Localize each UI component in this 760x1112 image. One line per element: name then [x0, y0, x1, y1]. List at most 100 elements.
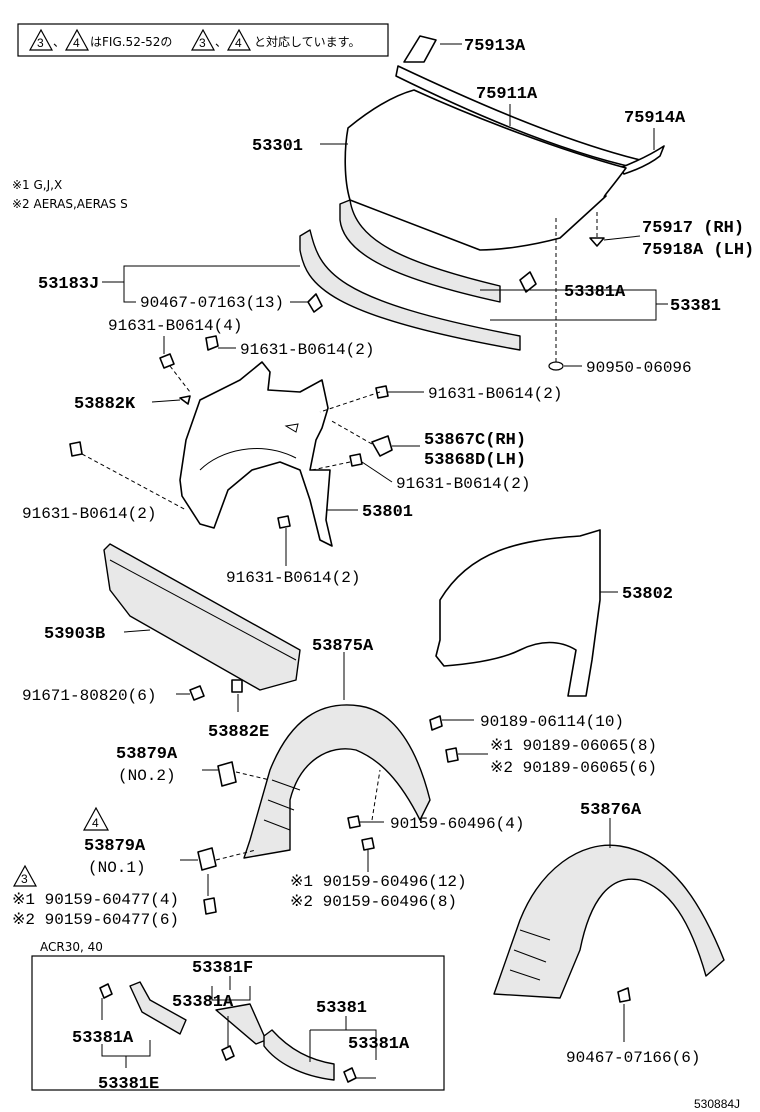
label-91631-2c: 91631-B0614(2): [396, 475, 530, 493]
label-91631-4: 91631-B0614(4): [108, 317, 242, 335]
label-75918a: 75918A (LH): [642, 241, 754, 260]
tri-b-text: 4: [73, 36, 80, 50]
label-53882k: 53882K: [74, 395, 136, 414]
tri-a-text: 3: [37, 36, 44, 50]
triangle-3-text: 3: [21, 872, 28, 886]
fender-53801-body: [179, 361, 333, 547]
tri-c-text: 3: [199, 36, 206, 50]
label-90159-60496-4: 90159-60496(4): [390, 815, 524, 833]
triangle-4: [82, 806, 110, 831]
plug-90950: [548, 361, 564, 371]
label-91631-2b: 91631-B0614(2): [428, 385, 562, 403]
label-75917: 75917 (RH): [642, 219, 744, 238]
leader-lines: [81, 43, 668, 1079]
acr30-box: ACR30, 40: [31, 940, 445, 1091]
liner-fasteners: [197, 715, 459, 915]
screw-90159-60477: [203, 897, 217, 915]
label-53381-top: 53381: [670, 297, 721, 316]
triangle-4-text: 4: [92, 816, 99, 830]
bracket-53882e: [231, 679, 243, 693]
label-53879a-1-sub: (NO.1): [88, 859, 146, 877]
fender-53801: [179, 361, 333, 547]
molding-75913a: [403, 35, 437, 63]
label-53802: 53802: [622, 585, 673, 604]
label-90467-07166: 90467-07166(6): [566, 1049, 700, 1067]
label-53879a-2: 53879A: [116, 745, 178, 764]
bolt-91631-2b: [375, 385, 389, 399]
clip-90467-07163: [307, 293, 323, 313]
label-53879a-2-sub: (NO.2): [118, 767, 176, 785]
clip-53867c: [371, 435, 393, 457]
label-53879a-1: 53879A: [84, 837, 146, 856]
clip-53381a: [519, 271, 537, 293]
bolt-91631-2e: [277, 515, 291, 529]
liner-53875a-body: [243, 704, 431, 859]
seal-53183j: [299, 229, 521, 351]
label-90159-60496-8: ※2 90159-60496(8): [290, 893, 457, 911]
clip-box-2: [221, 1045, 235, 1061]
label-53381a-top: 53381A: [564, 283, 626, 302]
label-53381a-box2: 53381A: [348, 1035, 410, 1054]
clip-75917: [589, 237, 605, 247]
label-75914a: 75914A: [624, 109, 686, 128]
bracket-53882k: [179, 395, 191, 405]
figure-id: 530884J: [694, 1097, 740, 1111]
label-53868d: 53868D(LH): [424, 451, 526, 470]
label-53875a: 53875A: [312, 637, 374, 656]
bracket-53879a-no1: [197, 847, 217, 871]
clip-90467-07166: [617, 987, 631, 1003]
label-53381f: 53381F: [192, 959, 253, 978]
label-90159-60477-4: ※1 90159-60477(4): [12, 891, 179, 909]
tri-d-text: 4: [235, 36, 242, 50]
label-53903b: 53903B: [44, 625, 105, 644]
label-91631-2d: 91631-B0614(2): [22, 505, 156, 523]
label-53381-box: 53381: [316, 999, 367, 1018]
label-53867c: 53867C(RH): [424, 431, 526, 450]
label-90159-60477-6: ※2 90159-60477(6): [12, 911, 179, 929]
bolt-91631-4: [159, 353, 175, 369]
label-75911a: 75911A: [476, 85, 538, 104]
note-2: ※2 AERAS,AERAS S: [12, 197, 128, 211]
seal-53381e: [129, 981, 187, 1035]
label-53882e: 53882E: [208, 723, 269, 742]
label-91631-2a: 91631-B0614(2): [240, 341, 374, 359]
label-90950: 90950-06096: [586, 359, 692, 377]
part-labels: 75913A 75911A 75914A 53301 75917 (RH) 75…: [12, 37, 754, 1111]
screw-90159-60496-12: [361, 837, 375, 851]
label-90189-06114: 90189-06114(10): [480, 713, 624, 731]
bolt-91631-2c: [349, 453, 363, 467]
label-90467-07163: 90467-07163(13): [140, 294, 284, 312]
header-note: 3 、 4 はFIG.52-52の 3 、 4 と対応しています。: [17, 23, 389, 57]
label-75913a: 75913A: [464, 37, 526, 56]
header-text-1: はFIG.52-52の: [90, 35, 172, 49]
molding-75914a: [619, 145, 665, 175]
seal-53381: [339, 199, 501, 303]
liner-53876a-body: [493, 844, 725, 999]
clip-90189-06114: [429, 715, 443, 731]
label-53381a-box3: 53381A: [72, 1029, 134, 1048]
bracket-53879a-no2: [217, 761, 237, 787]
label-90189-06065-8: ※1 90189-06065(8): [490, 737, 657, 755]
seal-strips: [299, 199, 564, 371]
note-1: ※1 G,J,X: [12, 178, 62, 192]
label-53183j: 53183J: [38, 275, 99, 294]
sep-1: 、: [53, 35, 65, 49]
label-90189-06065-6: ※2 90189-06065(6): [490, 759, 657, 777]
liner-53876a: [493, 844, 725, 1003]
label-53876a: 53876A: [580, 801, 642, 820]
clip-box-1: [99, 983, 113, 999]
label-53381a-box1: 53381A: [172, 993, 234, 1012]
label-53801: 53801: [362, 503, 413, 522]
label-91671: 91671-80820(6): [22, 687, 156, 705]
label-53301: 53301: [252, 137, 303, 156]
header-text-2: と対応しています。: [254, 35, 360, 49]
bolt-91631-2a: [205, 335, 219, 351]
label-91631-2e: 91631-B0614(2): [226, 569, 360, 587]
label-90159-60496-12: ※1 90159-60496(12): [290, 873, 467, 891]
bolt-91631-2d: [69, 441, 83, 457]
liner-53875a: [243, 704, 431, 859]
sep-2: 、: [215, 35, 227, 49]
label-53381e: 53381E: [98, 1075, 159, 1094]
fender-53802: [435, 529, 601, 697]
